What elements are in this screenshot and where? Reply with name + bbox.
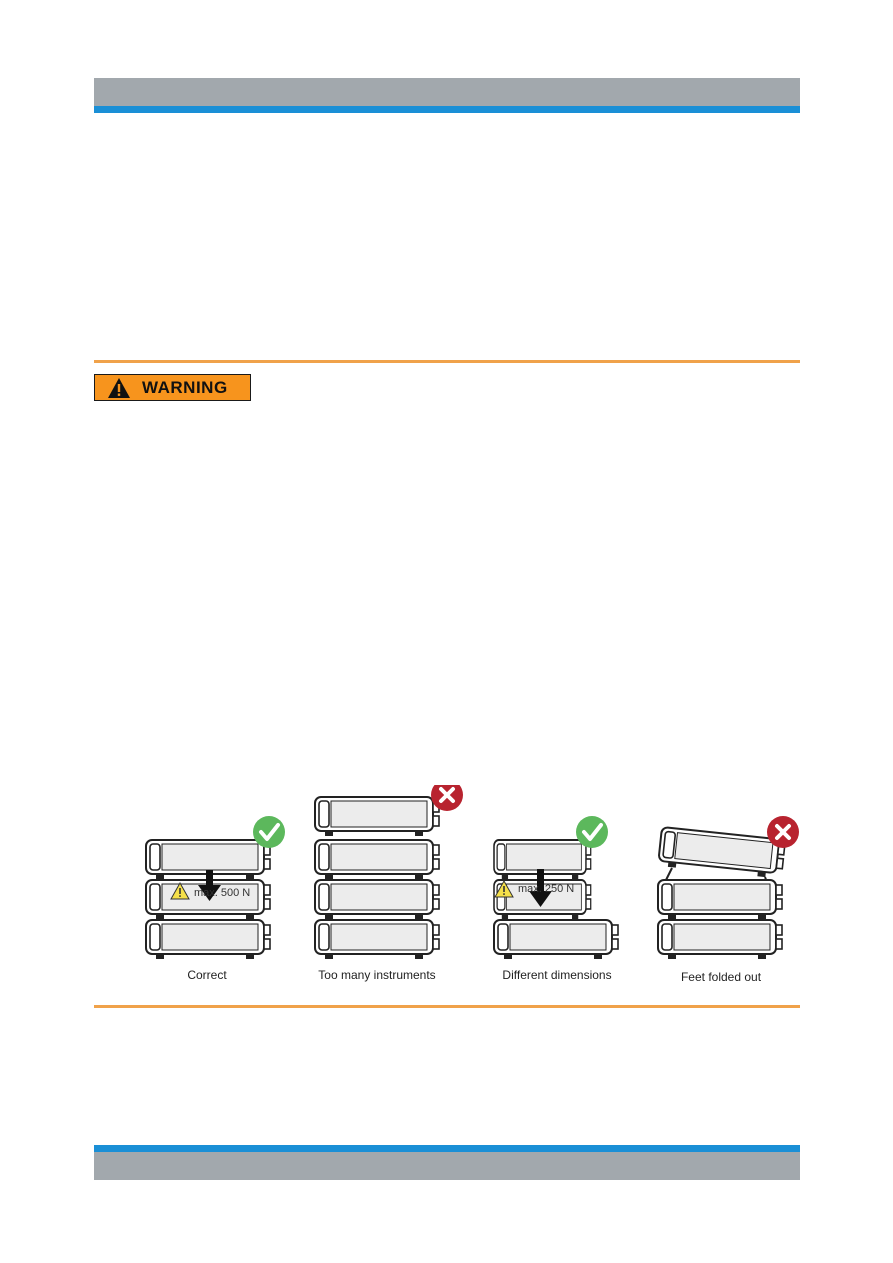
caption-feet-folded: Feet folded out xyxy=(680,970,762,984)
panel-too-many xyxy=(314,785,465,960)
panel-feet-folded xyxy=(656,814,801,960)
load-limit-label: max. 500 N xyxy=(194,887,251,899)
warning-label: WARNING xyxy=(142,377,228,397)
cross-icon xyxy=(765,814,801,850)
caption-different-dimensions: Different dimensions xyxy=(502,968,612,982)
check-icon xyxy=(251,814,287,850)
warning-triangle-icon xyxy=(108,377,130,398)
check-icon xyxy=(574,814,610,850)
footer-bar xyxy=(94,1152,800,1180)
header-accent-line xyxy=(94,106,800,113)
caption-too-many: Too many instruments xyxy=(318,968,436,982)
load-limit-label: max. 250 N xyxy=(518,883,575,895)
caption-correct: Correct xyxy=(187,968,227,982)
header-bar xyxy=(94,78,800,106)
panel-different-dimensions xyxy=(493,814,619,960)
footer-accent-line xyxy=(94,1145,800,1152)
warning-top-rule xyxy=(94,360,800,363)
warning-bottom-rule xyxy=(94,1005,800,1008)
stacking-figure: max. 500 N max. 250 N Correct Too many i… xyxy=(120,785,810,995)
panel-correct xyxy=(145,814,287,960)
warning-badge: WARNING xyxy=(94,374,251,401)
stacking-illustration xyxy=(145,785,801,960)
